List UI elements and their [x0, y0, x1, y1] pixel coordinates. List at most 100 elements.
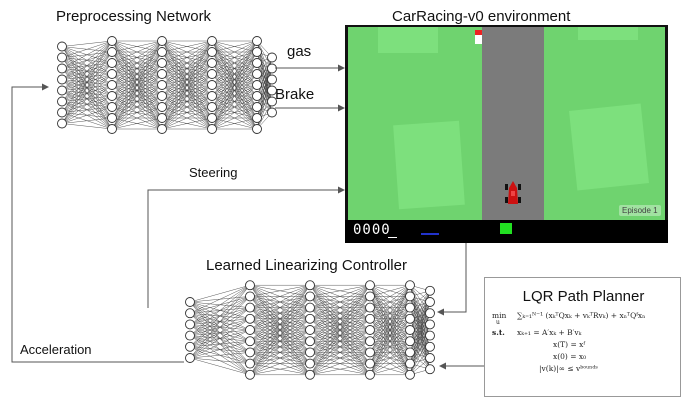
network-neuron — [305, 280, 315, 291]
network-neuron — [365, 369, 375, 380]
network-connection — [61, 123, 113, 130]
network-neuron — [245, 280, 255, 291]
network-neuron — [207, 47, 217, 57]
network-neuron — [405, 313, 415, 324]
network-connection — [409, 290, 431, 331]
network-neuron — [425, 364, 435, 375]
network-connection — [61, 40, 113, 58]
network-neuron — [405, 336, 415, 347]
network-neuron — [365, 347, 375, 358]
network-connection — [211, 40, 258, 97]
network-neuron — [405, 291, 415, 302]
network-neuron — [245, 291, 255, 302]
network-neuron — [425, 297, 435, 307]
network-connection — [161, 84, 213, 130]
preprocessing-network — [57, 36, 277, 134]
network-neuron — [305, 302, 315, 313]
network-connection — [309, 284, 371, 308]
network-connection — [161, 40, 213, 97]
network-connection — [369, 296, 411, 375]
network-neuron — [252, 69, 262, 79]
network-neuron — [57, 85, 67, 96]
network-neuron — [425, 285, 435, 296]
race-car-icon — [505, 181, 521, 204]
network-neuron — [107, 69, 117, 79]
network-neuron — [425, 319, 435, 330]
network-connection — [211, 51, 258, 130]
network-neuron — [157, 113, 167, 123]
network-connection — [309, 285, 371, 331]
network-neuron — [305, 325, 315, 335]
network-connection — [161, 40, 213, 53]
network-connection — [189, 307, 251, 359]
network-connection — [249, 284, 311, 308]
network-connection — [111, 51, 163, 130]
network-connection — [61, 84, 113, 124]
network-neuron — [57, 63, 67, 74]
network-connection — [256, 90, 273, 130]
network-connection — [249, 285, 311, 353]
lqr-min: min — [492, 311, 507, 320]
network-neuron — [207, 102, 217, 112]
network-neuron — [425, 341, 435, 352]
network-neuron — [405, 325, 415, 335]
score-readout: 0000 — [353, 222, 391, 238]
network-neuron — [405, 347, 415, 358]
network-neuron — [107, 102, 117, 112]
network-connection — [309, 341, 371, 375]
network-neuron — [245, 313, 255, 324]
network-connection — [189, 318, 251, 359]
network-neuron — [157, 124, 167, 134]
network-connection — [369, 329, 411, 375]
network-connection — [61, 40, 113, 80]
network-connection — [111, 40, 163, 86]
network-connection — [211, 40, 258, 86]
network-neuron — [252, 102, 262, 112]
grass-patch — [393, 120, 465, 210]
steering-arrow — [147, 186, 345, 308]
network-neuron — [57, 52, 67, 63]
network-neuron — [365, 336, 375, 347]
network-connection — [211, 95, 258, 130]
network-neuron — [245, 358, 255, 369]
network-connection — [211, 40, 258, 53]
network-connection — [211, 117, 258, 130]
network-neuron — [185, 353, 195, 363]
network-neuron — [245, 369, 255, 380]
network-connection — [111, 40, 163, 64]
network-neuron — [425, 330, 435, 341]
acceleration-label: Acceleration — [20, 342, 92, 357]
network-connection — [369, 352, 411, 375]
network-connection — [161, 40, 213, 119]
network-connection — [249, 285, 311, 364]
network-neuron — [185, 297, 195, 307]
network-connection — [369, 285, 411, 319]
network-neuron — [267, 52, 277, 63]
network-neuron — [185, 319, 195, 330]
network-neuron — [405, 358, 415, 369]
network-connection — [61, 40, 113, 47]
network-connection — [369, 318, 411, 375]
network-connection — [189, 285, 251, 347]
network-connection — [189, 285, 251, 336]
hud-bar: 0000 — [345, 220, 668, 243]
network-connection — [309, 307, 371, 375]
network-connection — [211, 40, 258, 75]
abs-indicator — [500, 223, 512, 234]
network-connection — [369, 284, 411, 297]
network-neuron — [57, 74, 67, 85]
network-neuron — [252, 124, 262, 134]
network-neuron — [365, 291, 375, 302]
grass-patch — [378, 27, 438, 53]
checkpoint-flag-icon — [475, 30, 482, 44]
brake-label: Brake — [275, 86, 315, 103]
network-connection — [409, 290, 431, 319]
network-neuron — [305, 369, 315, 380]
network-connection — [211, 84, 258, 130]
network-connection — [249, 285, 311, 319]
network-connection — [161, 106, 213, 130]
network-connection — [249, 284, 311, 297]
network-connection — [369, 285, 411, 331]
network-connection — [309, 329, 371, 375]
